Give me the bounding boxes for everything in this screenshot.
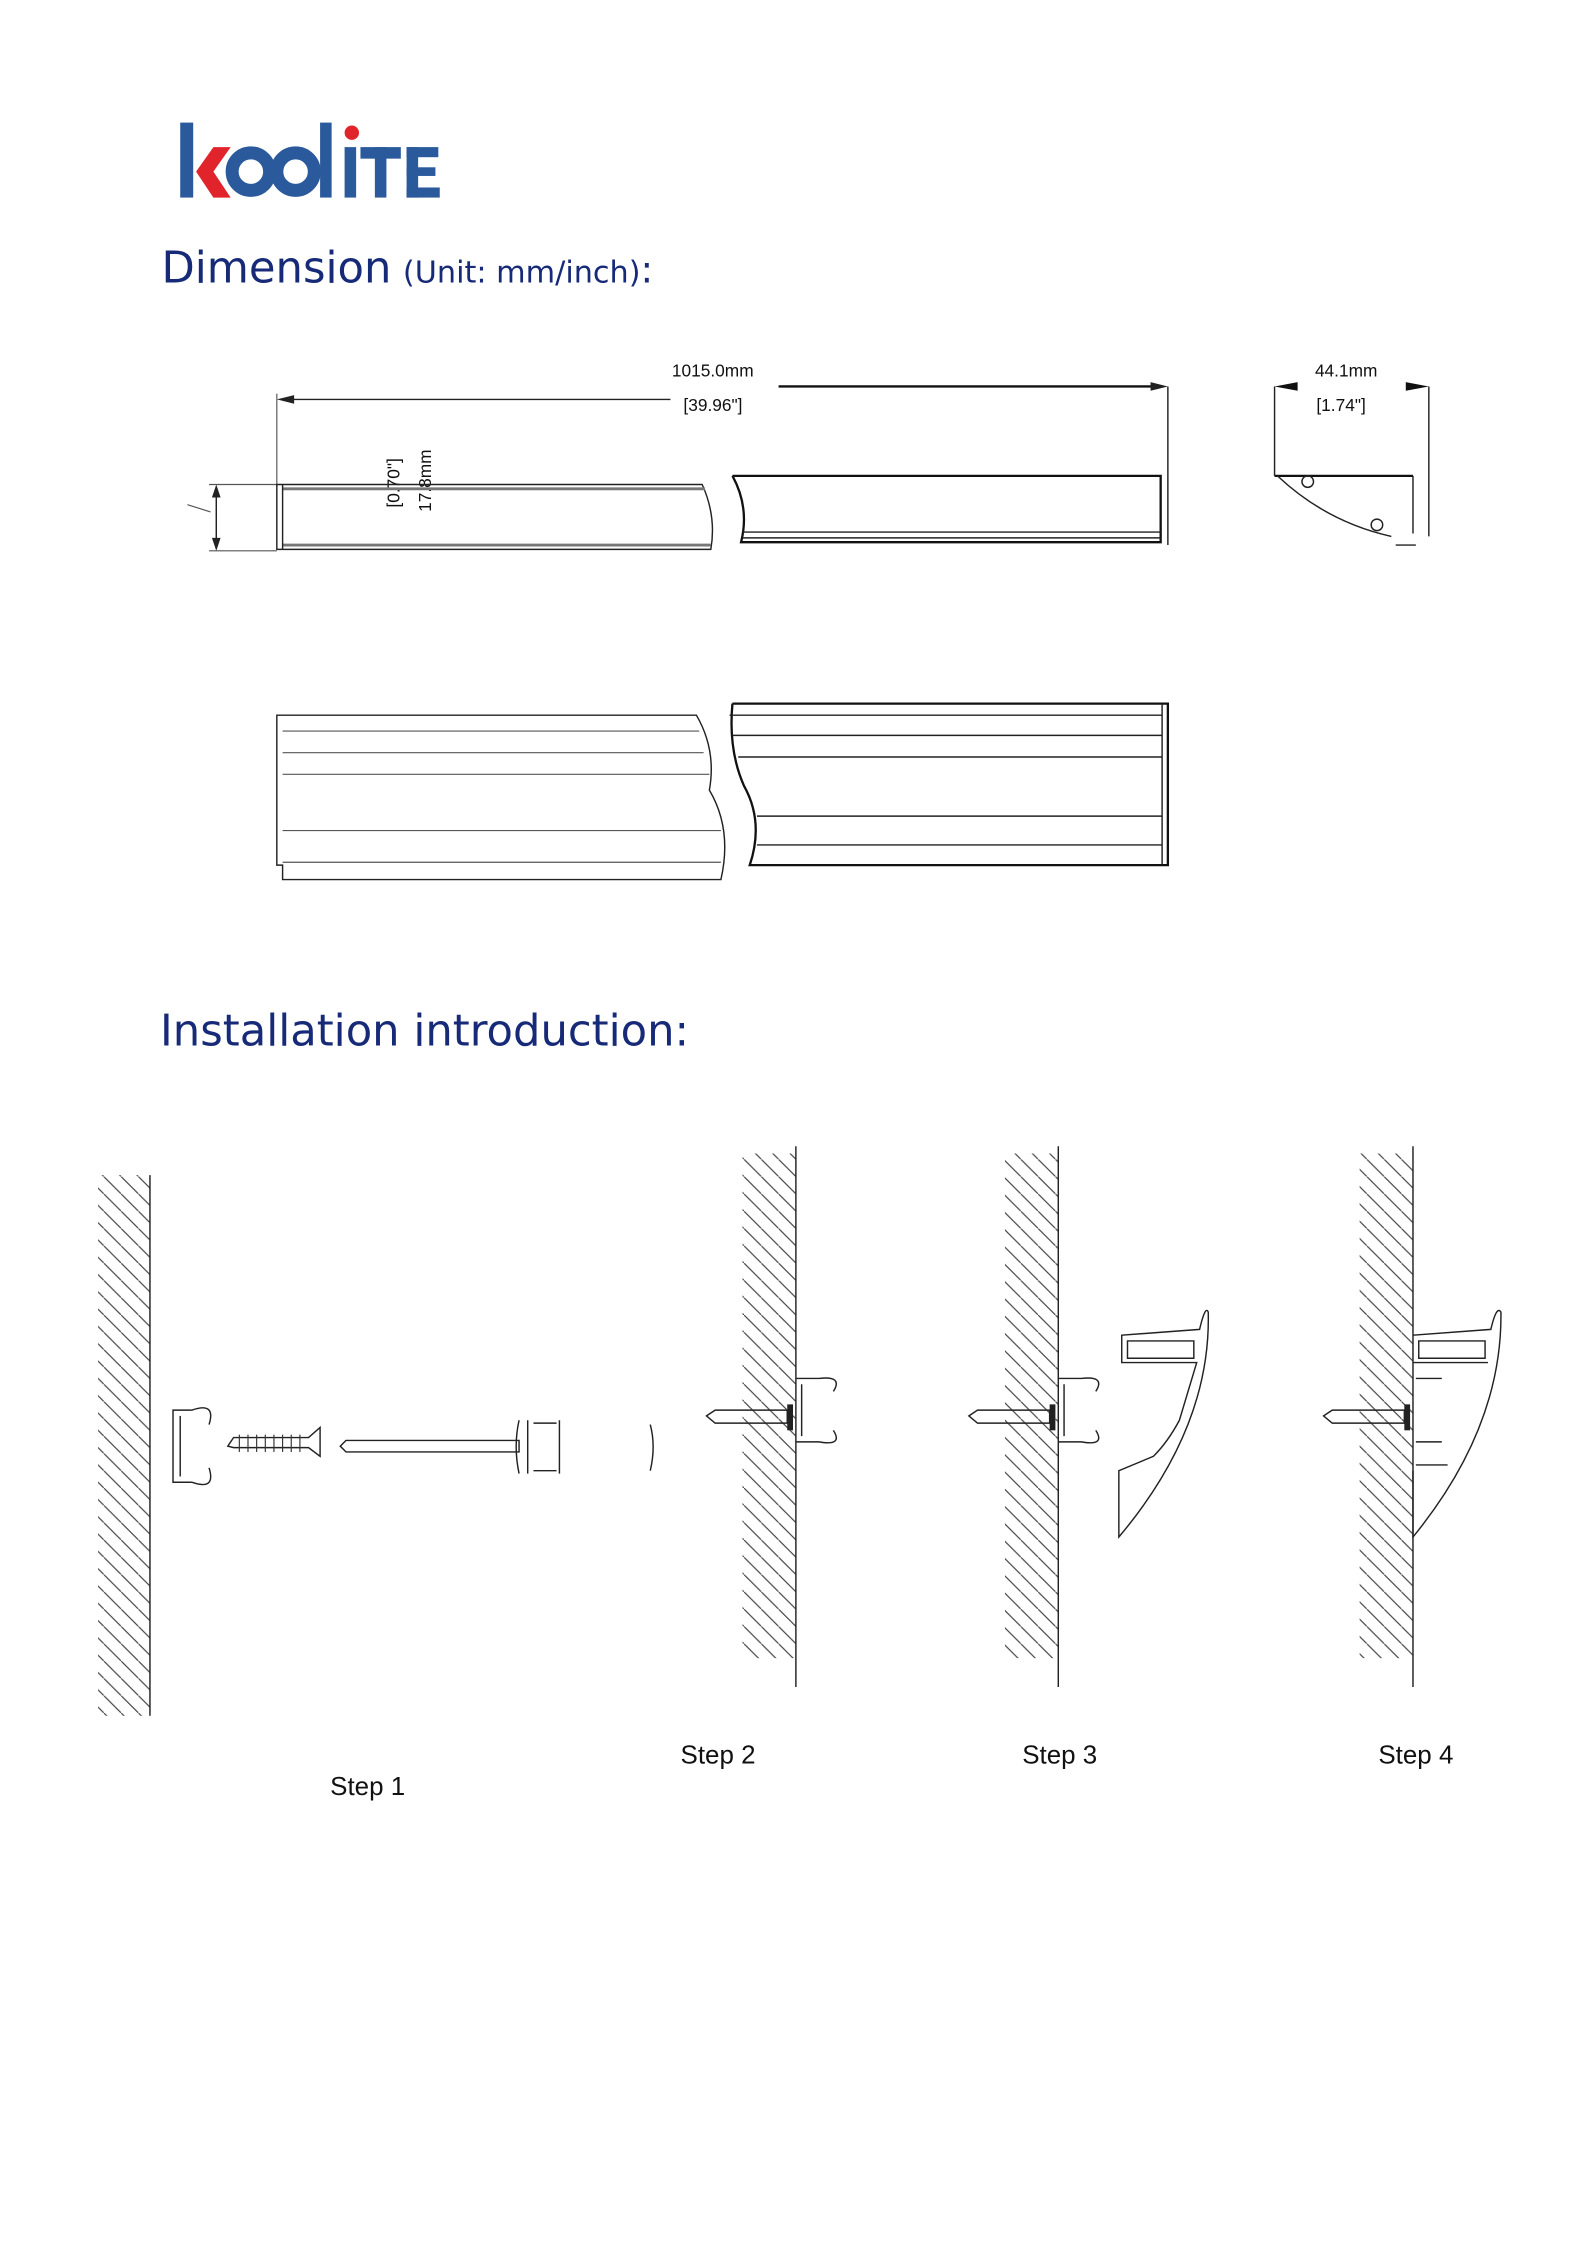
width-inch-label: [1.74"] [1316,395,1365,415]
step-1-drawing [98,1175,654,1716]
step-4-label: Step 4 [1378,1741,1453,1769]
installation-heading: Installation introduction: [160,1006,689,1056]
step-3-label: Step 3 [1022,1741,1097,1769]
step-3-drawing [967,1146,1209,1687]
koolite-logo [180,122,440,198]
height-mm-label: 17.8mm [415,449,435,511]
side-view-drawing: 1015.0mm [39.96"] 17.8mm [0.70"] [187,360,1169,552]
step-2-label: Step 2 [681,1741,756,1769]
height-inch-label: [0.70"] [383,458,403,507]
top-view-drawing [276,702,1170,881]
step-1-label: Step 1 [330,1773,405,1801]
step-4-drawing [1322,1146,1502,1687]
end-view-drawing: 44.1mm [1.74"] [1273,360,1430,546]
width-mm-label: 44.1mm [1315,360,1377,380]
length-mm-label: 1015.0mm [672,360,754,380]
length-inch-label: [39.96"] [683,395,742,415]
step-2-drawing [705,1146,837,1687]
dimension-heading: Dimension(Unit: mm/inch): [161,244,653,294]
